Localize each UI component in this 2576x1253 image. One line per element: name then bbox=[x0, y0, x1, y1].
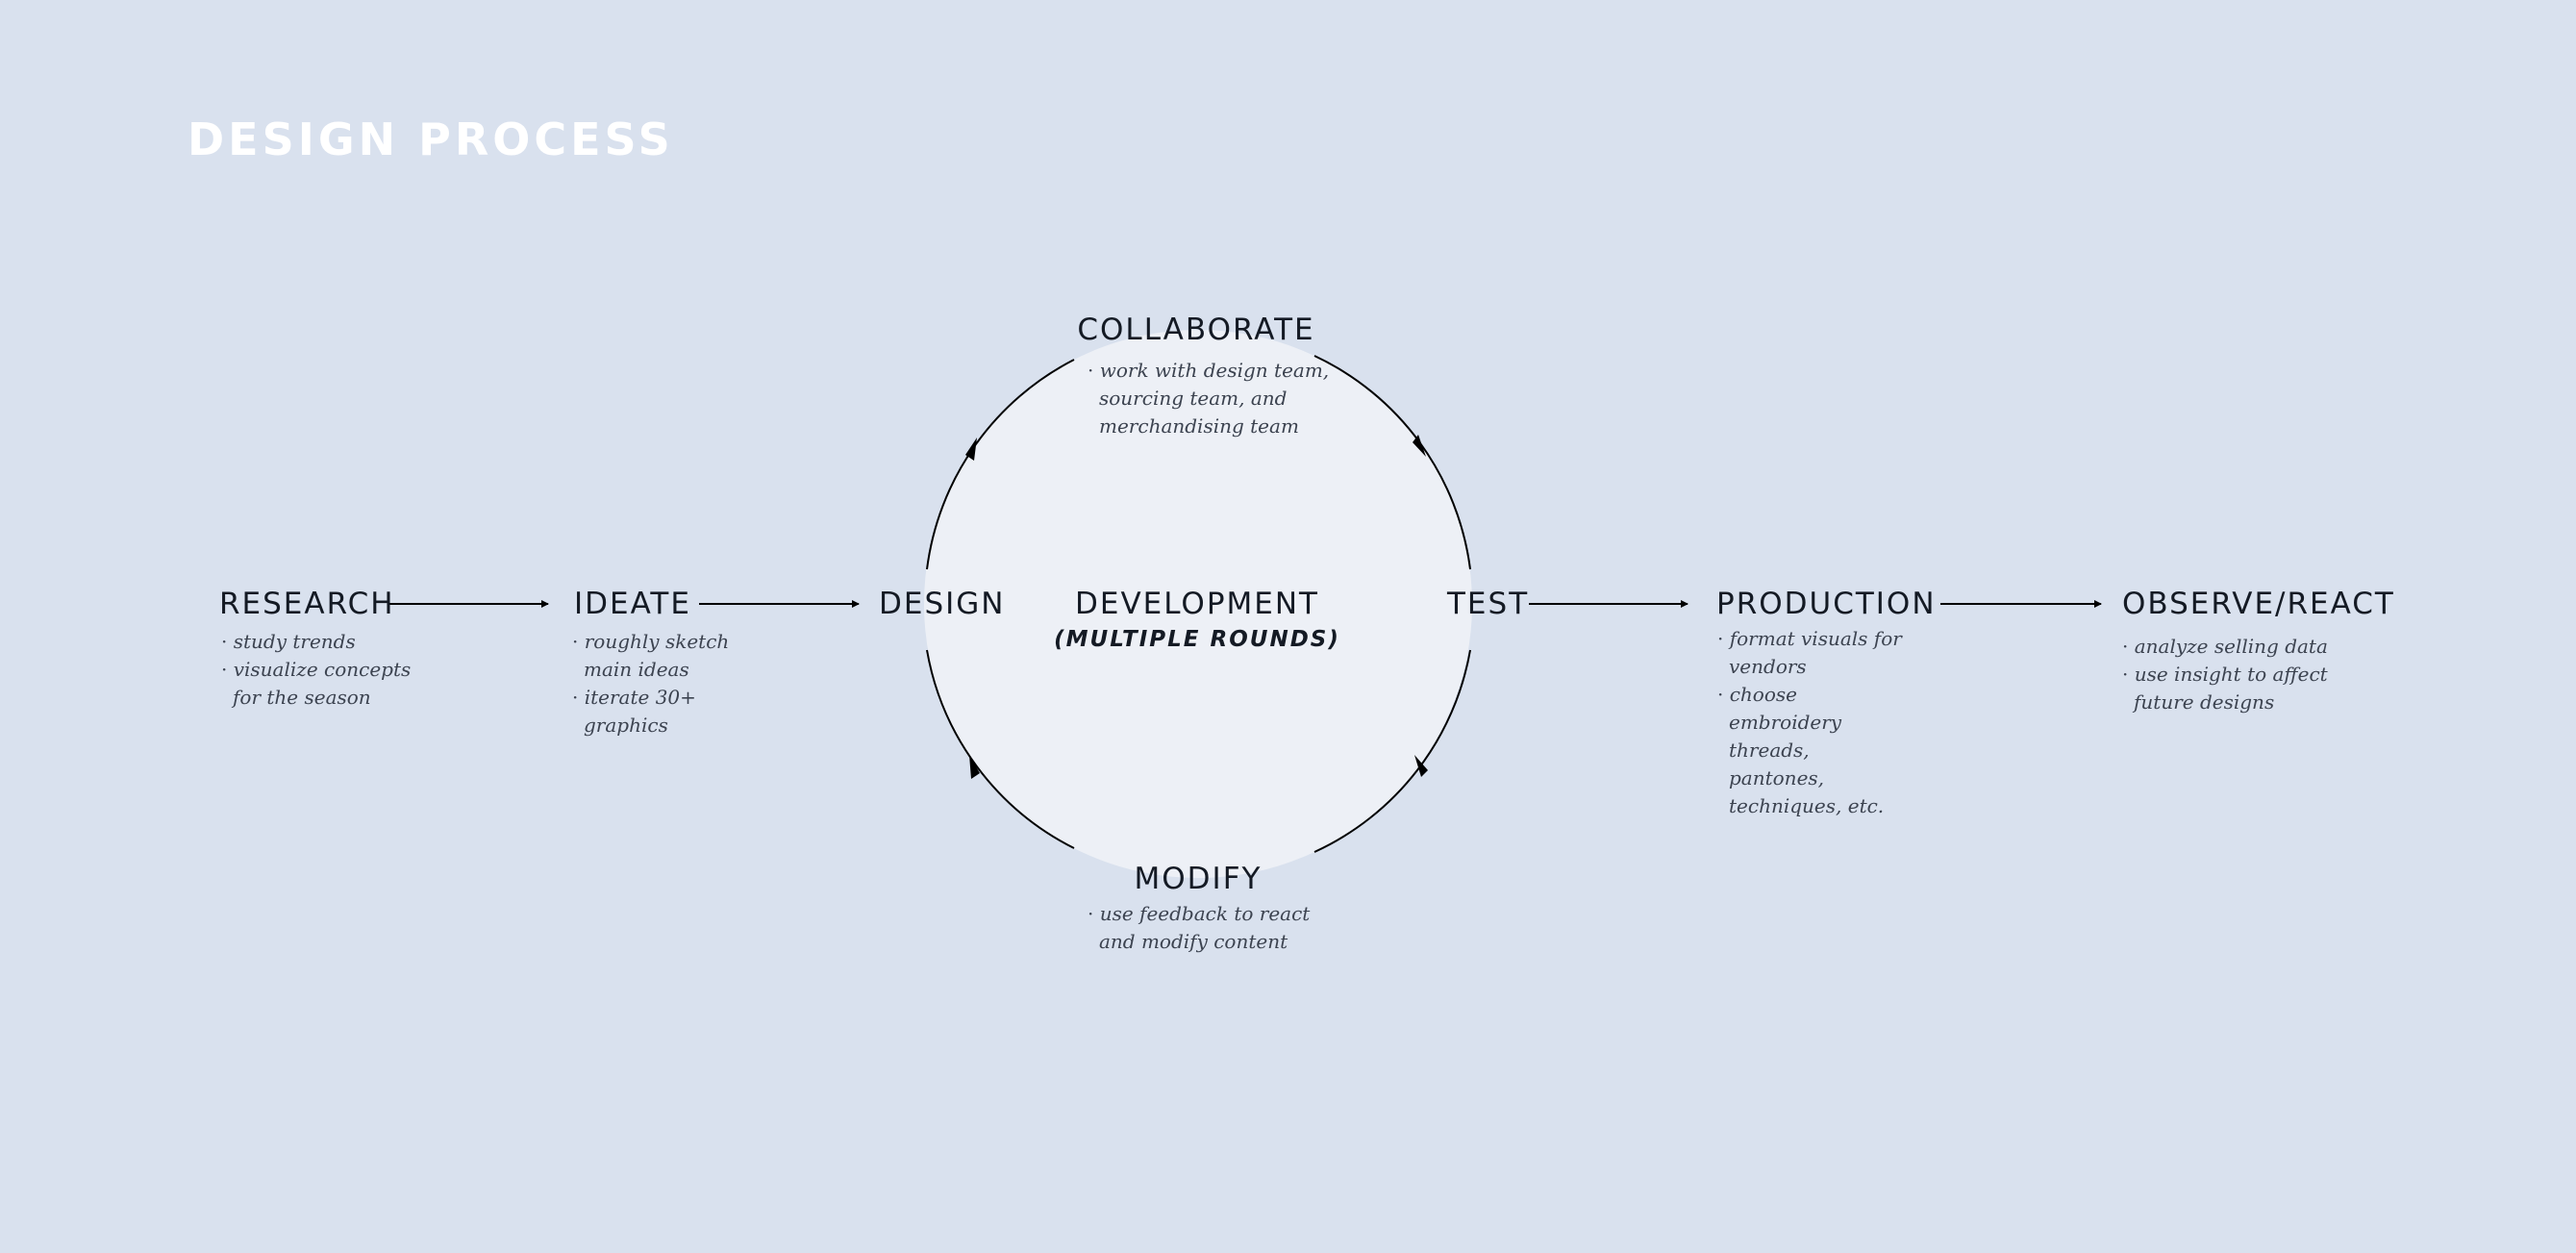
stage-research-notes: study trends visualize concepts for the … bbox=[221, 628, 423, 712]
note-item: analyze selling data bbox=[2122, 633, 2334, 661]
stage-production-label: PRODUCTION bbox=[1716, 587, 1937, 621]
page-title: DESIGN PROCESS bbox=[188, 113, 674, 165]
note-item: iterate 30+ graphics bbox=[572, 684, 774, 739]
note-item: format visuals for vendors bbox=[1717, 625, 1910, 681]
stage-ideate-label: IDEATE bbox=[574, 587, 691, 621]
stage-modify-notes: use feedback to react and modify content bbox=[1088, 900, 1318, 956]
note-item: use feedback to react and modify content bbox=[1088, 900, 1318, 956]
stage-modify-label: MODIFY bbox=[1134, 862, 1263, 896]
stage-ideate-notes: roughly sketch main ideas iterate 30+ gr… bbox=[572, 628, 774, 739]
cycle-arrowhead-upper-right bbox=[1413, 435, 1426, 457]
cycle-arrowhead-lower-left bbox=[969, 755, 980, 779]
stage-collaborate-label: COLLABORATE bbox=[1077, 313, 1315, 347]
stage-collaborate-notes: work with design team, sourcing team, an… bbox=[1088, 357, 1338, 440]
stage-test-label: TEST bbox=[1447, 587, 1530, 621]
cycle-arc-modify-to-design bbox=[926, 649, 1075, 849]
stage-production-notes: format visuals for vendors choose embroi… bbox=[1717, 625, 1910, 820]
note-item: study trends bbox=[221, 628, 423, 656]
cycle-arrowhead-upper-left bbox=[965, 438, 977, 461]
note-item: visualize concepts for the season bbox=[221, 656, 423, 712]
stage-development-label: DEVELOPMENT bbox=[1075, 587, 1319, 621]
development-circle bbox=[924, 330, 1472, 878]
note-item: work with design team, sourcing team, an… bbox=[1088, 357, 1338, 440]
note-item: choose embroidery threads, pantones, tec… bbox=[1717, 681, 1910, 820]
stage-development-sublabel: (MULTIPLE ROUNDS) bbox=[1054, 627, 1340, 652]
stage-design-label: DESIGN bbox=[879, 587, 1006, 621]
cycle-arrowhead-lower-right bbox=[1414, 755, 1428, 777]
stage-observe-notes: analyze selling data use insight to affe… bbox=[2122, 633, 2334, 716]
note-item: use insight to affect future designs bbox=[2122, 661, 2334, 716]
stage-observe-label: OBSERVE/REACT bbox=[2122, 587, 2395, 621]
cycle-arc-test-to-modify bbox=[1313, 649, 1471, 853]
note-item: roughly sketch main ideas bbox=[572, 628, 774, 684]
stage-research-label: RESEARCH bbox=[219, 587, 395, 621]
